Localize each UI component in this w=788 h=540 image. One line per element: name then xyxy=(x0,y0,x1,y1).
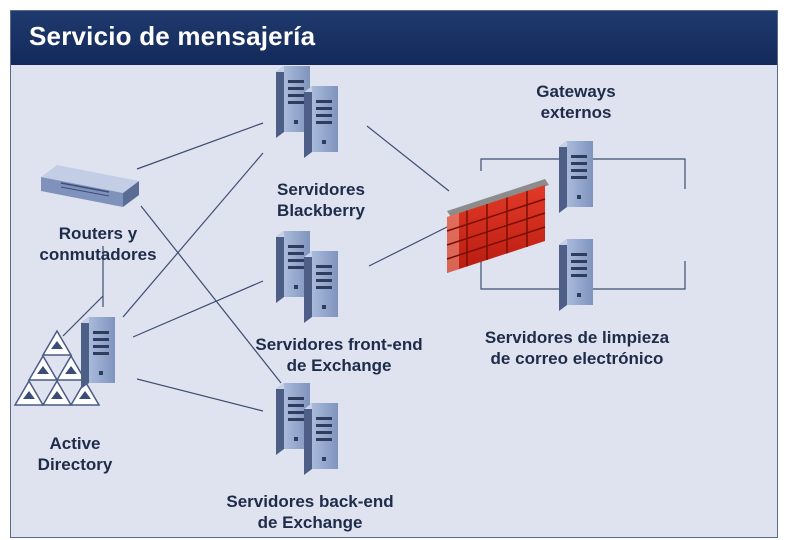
server-icon-cleaning xyxy=(559,239,593,311)
label-line: Servidores back-end xyxy=(226,492,394,511)
label-line: Active xyxy=(49,434,101,453)
firewall-icon-left xyxy=(446,178,550,274)
label-line: Routers y xyxy=(58,224,138,243)
server-icon-blackberry xyxy=(276,66,338,158)
label-mail-cleaning-servers: Servidores de limpieza de correo electró… xyxy=(467,327,687,369)
label-line: de Exchange xyxy=(286,356,392,375)
label-line: Servidores front-end xyxy=(255,335,423,354)
label-front-end-servers: Servidores front-end de Exchange xyxy=(243,334,435,376)
server-icon-gateway xyxy=(559,141,593,213)
label-line: externos xyxy=(540,103,612,122)
server-icon-active-directory xyxy=(81,317,115,389)
header-bar: Servicio de mensajería xyxy=(11,11,777,65)
label-blackberry-servers: Servidores Blackberry xyxy=(251,179,391,221)
label-line: Blackberry xyxy=(277,201,365,220)
diagram-canvas xyxy=(14,11,686,538)
label-line: Gateways xyxy=(536,82,616,101)
label-line: Directory xyxy=(37,455,113,474)
label-line: de correo electrónico xyxy=(490,349,664,368)
label-line: conmutadores xyxy=(39,245,157,264)
label-back-end-servers: Servidores back-end de Exchange xyxy=(215,491,405,533)
router-icon xyxy=(41,165,139,207)
server-icon-front-end xyxy=(276,231,338,323)
page-title: Servicio de mensajería xyxy=(29,21,316,51)
diagram-panel: Servicio de mensajería Servidores Blackb… xyxy=(10,10,778,538)
server-icon-back-end xyxy=(276,383,338,475)
label-line: Servidores xyxy=(277,180,365,199)
label-active-directory: Active Directory xyxy=(25,433,125,475)
connection-lines xyxy=(62,122,686,412)
label-line: de Exchange xyxy=(257,513,363,532)
label-routers: Routers y conmutadores xyxy=(19,223,177,265)
label-line: Servidores de limpieza xyxy=(484,328,670,347)
label-external-gateways: Gateways externos xyxy=(521,81,631,123)
